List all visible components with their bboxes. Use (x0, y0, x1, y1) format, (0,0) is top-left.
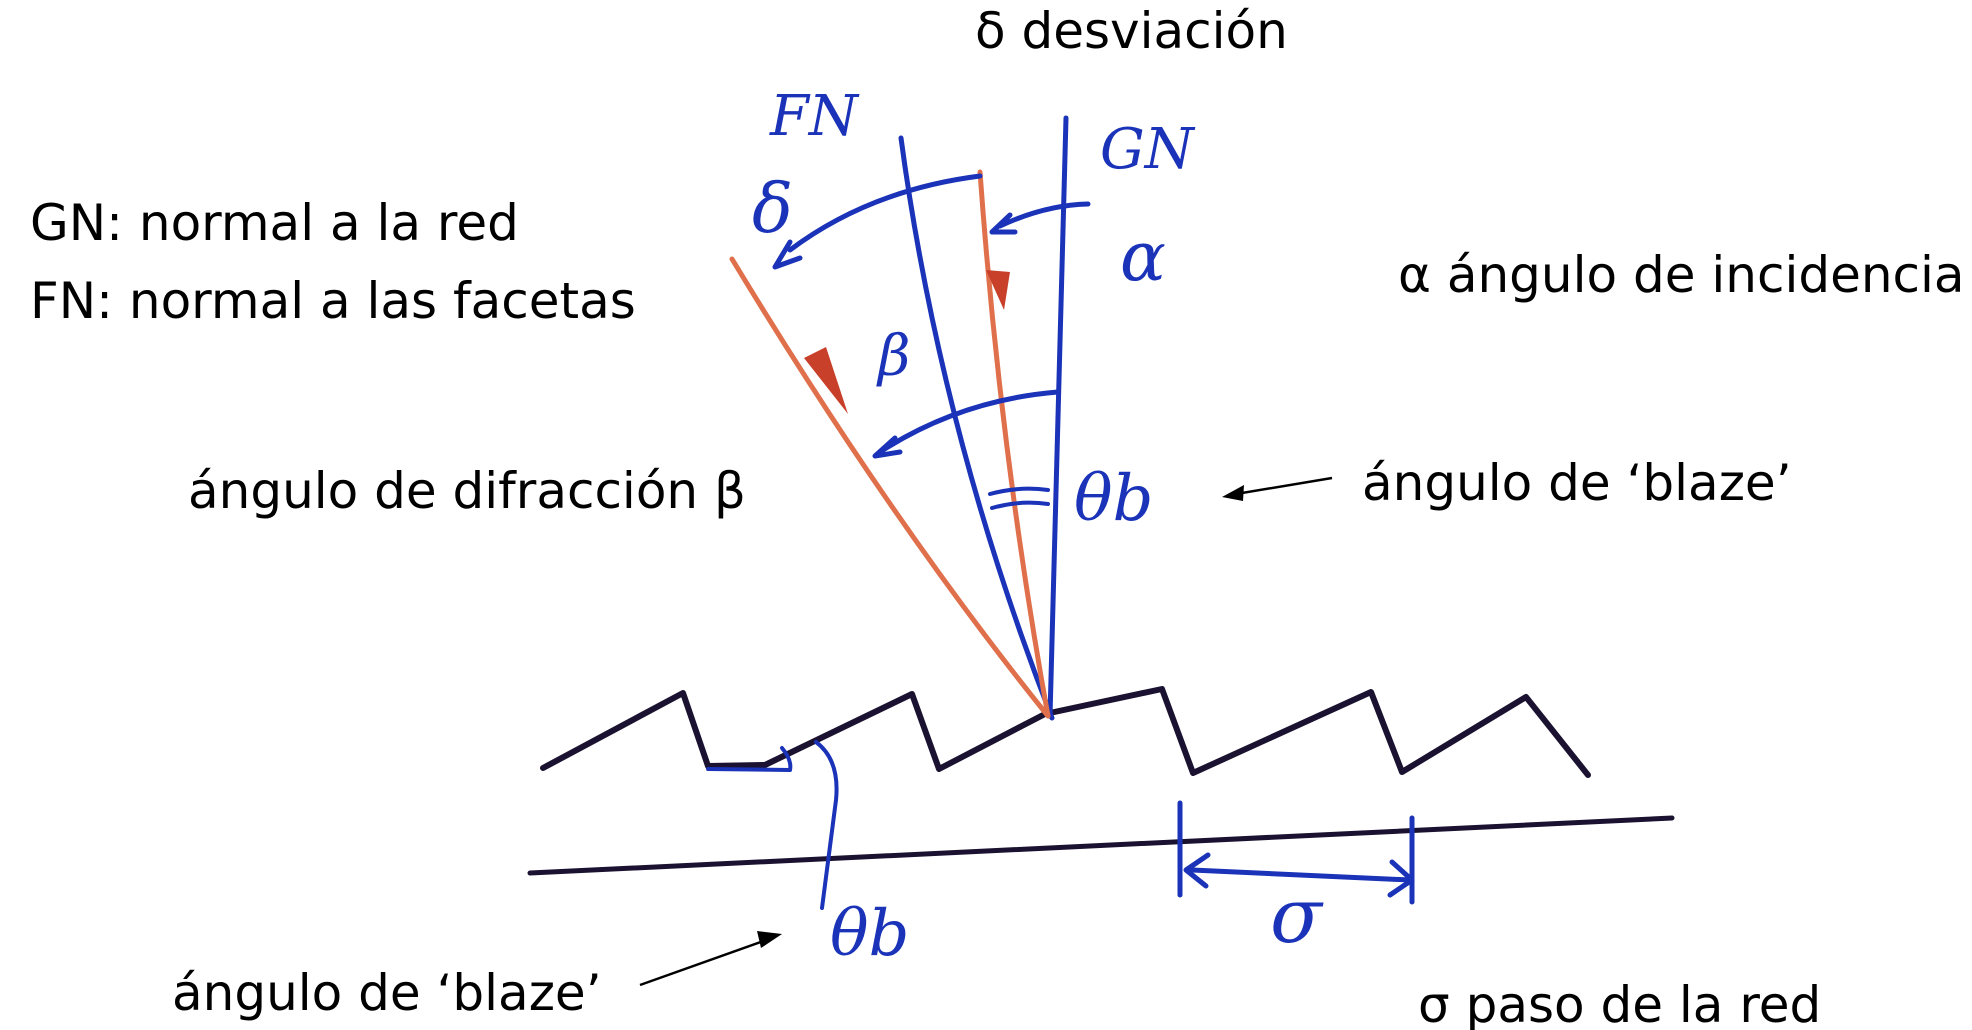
deviation-label: δ desviación (975, 2, 1288, 60)
gn-definition: GN: normal a la red (30, 194, 519, 252)
blaze-angle-arc-lower (706, 740, 839, 910)
gn-handwritten-label: GN (1100, 117, 1196, 182)
blaze-pointer-bottom (639, 931, 782, 987)
deviation-angle-arc (772, 173, 983, 270)
facet-normal-line (898, 135, 1055, 721)
incident-ray-arrowhead (986, 270, 1010, 310)
diffraction-angle-label: ángulo de difracción β (188, 462, 746, 520)
diffracted-ray (729, 256, 1051, 719)
delta-symbol: δ (752, 170, 793, 249)
grating-sawtooth-profile (540, 686, 1591, 778)
diffracted-ray-arrowhead (804, 347, 848, 414)
blaze-pointer-right (1222, 476, 1333, 501)
grating-pitch-label: σ paso de la red (1418, 976, 1821, 1030)
fn-handwritten-label: FN (769, 84, 860, 149)
pitch-dimension-arrow (1177, 800, 1415, 905)
blaze-angle-label-right: ángulo de ‘blaze’ (1362, 454, 1792, 512)
beta-symbol: β (876, 324, 910, 389)
grating-baseline (527, 815, 1675, 876)
grating-normal-line (1047, 115, 1069, 719)
sigma-symbol: σ (1270, 871, 1324, 960)
blaze-angle-label-bottom: ángulo de ‘blaze’ (172, 964, 602, 1022)
theta-b-upper-symbol: θb (1074, 462, 1154, 536)
blaze-angle-arc-upper (988, 486, 1050, 510)
fn-definition: FN: normal a las facetas (30, 272, 636, 330)
alpha-symbol: α (1120, 218, 1166, 297)
incidence-angle-label: α ángulo de incidencia (1398, 246, 1965, 304)
diffraction-angle-arc (872, 389, 1061, 459)
incidence-angle-arc (989, 201, 1091, 235)
incident-ray (977, 169, 1051, 719)
theta-b-lower-symbol: θb (830, 897, 910, 971)
